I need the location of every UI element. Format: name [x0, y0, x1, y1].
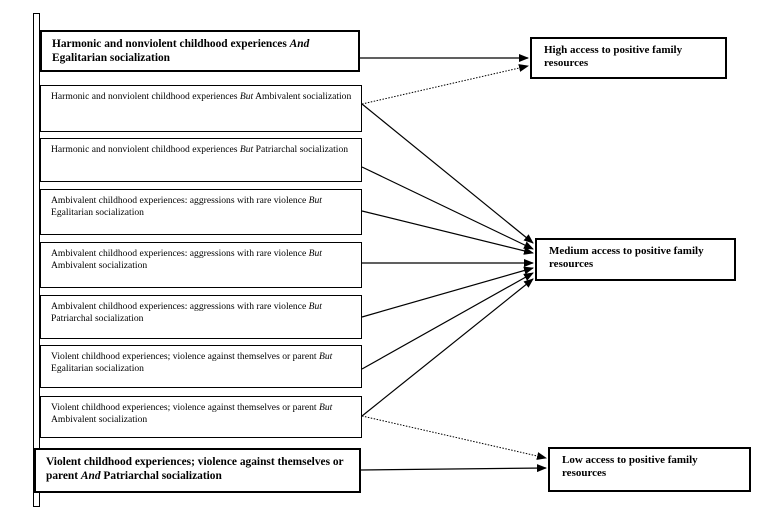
input-box-harmonic-patriarchal: Harmonic and nonviolent childhood experi… — [40, 138, 362, 182]
input-text-post: Ambivalent socialization — [253, 91, 352, 102]
outcome-label: Low access to positive family resources — [562, 454, 698, 479]
input-text-post: Egalitarian socialization — [51, 207, 144, 218]
input-text-pre: Ambivalent childhood experiences: aggres… — [51, 248, 309, 259]
input-conjunction: But — [308, 301, 322, 312]
arrow-solid-2-to-1 — [361, 166, 534, 250]
arrow-solid-6-to-1 — [361, 272, 534, 370]
input-text-pre: Violent childhood experiences; violence … — [51, 402, 319, 413]
input-text-pre: Violent childhood experiences; violence … — [46, 456, 344, 482]
input-text-post: Egalitarian socialization — [51, 363, 144, 374]
input-conjunction: And — [80, 470, 101, 482]
input-text-post: Patriarchal socialization — [253, 144, 349, 155]
input-text-pre: Violent childhood experiences; violence … — [51, 351, 319, 362]
input-conjunction: But — [308, 248, 322, 259]
input-box-ambivalent-ambivalent: Ambivalent childhood experiences: aggres… — [40, 242, 362, 288]
arrow-solid-5-to-1 — [361, 266, 534, 318]
input-box-ambivalent-patriarchal: Ambivalent childhood experiences: aggres… — [40, 295, 362, 339]
input-conjunction: And — [289, 38, 310, 50]
arrow-dotted-7-to-2 — [361, 415, 547, 460]
input-text-pre: Ambivalent childhood experiences: aggres… — [51, 195, 309, 206]
input-text-pre: Harmonic and nonviolent childhood experi… — [51, 91, 240, 102]
outcome-box-medium-access: Medium access to positive family resourc… — [535, 238, 736, 281]
arrow-solid-3-to-1 — [361, 210, 534, 255]
outcome-box-high-access: High access to positive family resources — [530, 37, 727, 79]
input-conjunction: But — [308, 195, 322, 206]
input-conjunction: But — [318, 351, 333, 362]
input-conjunction: But — [239, 91, 254, 102]
input-text-post: Patriarchal socialization — [51, 313, 144, 324]
input-text-pre: Harmonic and nonviolent childhood experi… — [51, 144, 240, 155]
input-text-pre: Ambivalent childhood experiences: aggres… — [51, 301, 309, 312]
input-box-harmonic-egalitarian: Harmonic and nonviolent childhood experi… — [40, 30, 360, 72]
input-text-post: Egalitarian socialization — [52, 52, 171, 64]
arrow-solid-7-to-1 — [361, 278, 534, 417]
outcome-label: High access to positive family resources — [544, 44, 683, 69]
input-text-post: Patriarchal socialization — [100, 470, 222, 482]
input-conjunction: But — [318, 402, 333, 413]
input-box-violent-egalitarian: Violent childhood experiences; violence … — [40, 345, 362, 388]
input-box-harmonic-ambivalent: Harmonic and nonviolent childhood experi… — [40, 85, 362, 132]
outcome-box-low-access: Low access to positive family resources — [548, 447, 751, 492]
input-box-violent-patriarchal: Violent childhood experiences; violence … — [34, 448, 361, 493]
outcome-label: Medium access to positive family resourc… — [549, 245, 704, 270]
arrow-dotted-1-to-0 — [361, 64, 529, 105]
input-conjunction: But — [239, 144, 254, 155]
arrow-solid-8-to-2 — [360, 464, 547, 473]
left-bracket-bar — [33, 13, 40, 507]
input-text-pre: Harmonic and nonviolent childhood experi… — [52, 38, 290, 50]
input-box-violent-ambivalent: Violent childhood experiences; violence … — [40, 396, 362, 438]
input-box-ambivalent-egalitarian: Ambivalent childhood experiences: aggres… — [40, 189, 362, 235]
input-text-post: Ambivalent socialization — [51, 260, 148, 271]
input-text-post: Ambivalent socialization — [51, 414, 148, 425]
arrow-solid-1-to-1 — [361, 103, 534, 244]
